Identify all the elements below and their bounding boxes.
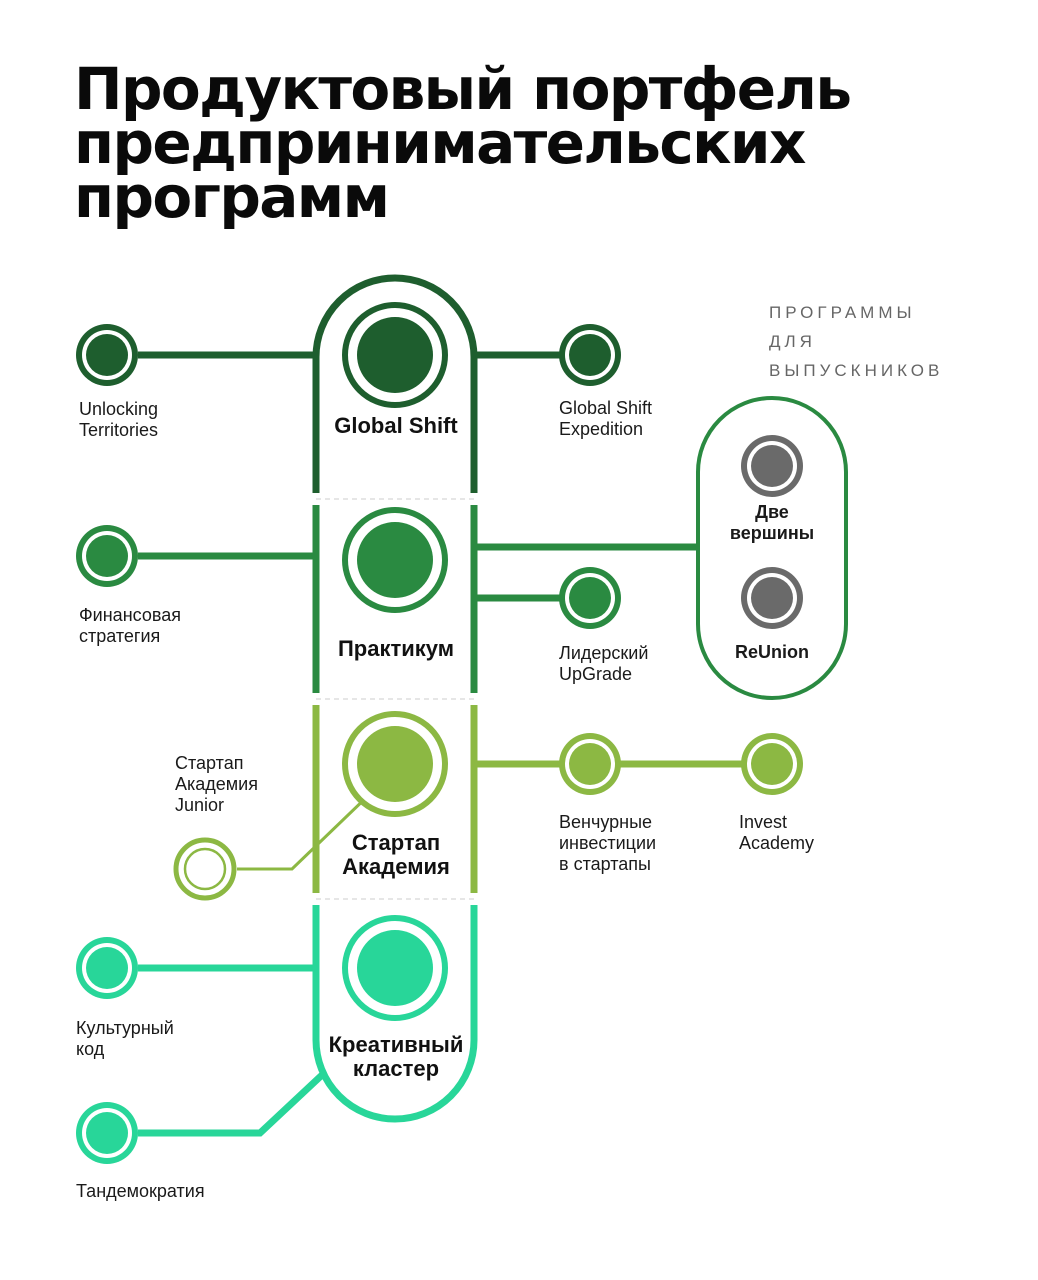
global-shift-track [312, 274, 478, 493]
global-shift-expedition-label-line-2: Expedition [559, 419, 644, 439]
startup-academy-junior-label-line-1: Стартап [175, 753, 244, 773]
global-shift-station[interactable] [357, 317, 433, 393]
two-peaks-station[interactable] [751, 445, 793, 487]
venture-station[interactable] [569, 743, 611, 785]
two-peaks-label-line-2: вершины [729, 523, 815, 543]
global-shift-expedition-label: Global Shift Expedition [559, 398, 652, 440]
title-line-1: Продуктовый портфель [74, 55, 852, 123]
startup-academy-junior-label-line-2: Академия [175, 774, 258, 794]
venture-investments-label-line-2: инвестиции [559, 833, 657, 853]
page-title: Продуктовый портфель предпринимательских… [74, 55, 974, 231]
financial-strategy-label-line-2: стратегия [79, 626, 161, 646]
invest-academy-label-line-1: Invest [739, 812, 788, 832]
creative-cluster-station[interactable] [357, 930, 433, 1006]
creative-cluster-label-line-1: Креативный [328, 1032, 464, 1057]
venture-investments-label: Венчурные инвестиции в стартапы [559, 812, 656, 875]
cultural-code-station[interactable] [86, 947, 128, 989]
invest-academy-label: Invest Academy [739, 812, 814, 854]
invest-academy-station[interactable] [751, 743, 793, 785]
startup-academy-section [173, 705, 803, 901]
two-peaks-label-line-1: Две [755, 502, 789, 522]
graduates-capsule [696, 396, 848, 700]
two-peaks-label: Две вершины [712, 502, 832, 544]
startup-academy-label: Стартап Академия [316, 831, 476, 879]
expedition-station[interactable] [569, 334, 611, 376]
unlocking-territories-label-line-2: Territories [79, 420, 159, 440]
financial-strategy-label: Финансовая стратегия [79, 605, 181, 647]
title-line-2: предпринимательских [74, 109, 806, 177]
junior-connector [237, 790, 374, 871]
tandemocracy-label-line-1: Тандемократия [76, 1181, 205, 1201]
praktikum-station[interactable] [357, 522, 433, 598]
junior-station[interactable] [183, 847, 227, 891]
creative-cluster-track [312, 905, 478, 1123]
cultural-code-label-line-1: Культурный [76, 1018, 174, 1038]
startup-academy-junior-label: Стартап Академия Junior [175, 753, 258, 816]
creative-cluster-section [76, 905, 478, 1164]
praktikum-label-line-1: Практикум [337, 636, 455, 661]
cultural-code-label-line-2: код [76, 1039, 105, 1059]
unlocking-territories-label: Unlocking Territories [79, 399, 158, 441]
praktikum-label: Практикум [316, 637, 476, 661]
global-shift-expedition-label-line-1: Global Shift [559, 398, 653, 418]
creative-cluster-label-line-2: кластер [352, 1056, 440, 1081]
graduates-label-line-3: ВЫПУСКНИКОВ [769, 361, 944, 380]
leader-upgrade-label-line-2: UpGrade [559, 664, 633, 684]
leader-upgrade-station[interactable] [569, 577, 611, 619]
tandemocracy-label: Тандемократия [76, 1181, 205, 1202]
global-shift-label-line-1: Global Shift [334, 413, 458, 438]
cultural-code-label: Культурный код [76, 1018, 174, 1060]
startup-academy-station[interactable] [357, 726, 433, 802]
leader-upgrade-label-line-1: Лидерский [559, 643, 649, 663]
tandemocracy-connector [138, 1072, 325, 1137]
financial-strategy-label-line-1: Финансовая [79, 605, 181, 625]
reunion-label-line-1: ReUnion [735, 642, 809, 662]
reunion-station[interactable] [751, 577, 793, 619]
reunion-label: ReUnion [712, 642, 832, 663]
graduates-programs-label: ПРОГРАММЫ ДЛЯ ВЫПУСКНИКОВ [769, 298, 943, 385]
praktikum-section [76, 505, 700, 693]
startup-academy-junior-label-line-3: Junior [175, 795, 225, 815]
graduates-capsule-outline [696, 396, 848, 700]
global-shift-section [76, 274, 621, 493]
unlocking-territories-station[interactable] [86, 334, 128, 376]
venture-investments-label-line-3: в стартапы [559, 854, 651, 874]
startup-academy-label-line-1: Стартап [351, 830, 441, 855]
title-line-3: программ [74, 163, 390, 231]
global-shift-label: Global Shift [316, 414, 476, 438]
creative-cluster-label: Креативный кластер [306, 1033, 486, 1081]
venture-investments-label-line-1: Венчурные [559, 812, 653, 832]
financial-strategy-station[interactable] [86, 535, 128, 577]
graduates-label-line-2: ДЛЯ [769, 332, 816, 351]
graduates-label-line-1: ПРОГРАММЫ [769, 303, 916, 322]
invest-academy-label-line-2: Academy [739, 833, 815, 853]
tandemocracy-station[interactable] [86, 1112, 128, 1154]
leader-upgrade-label: Лидерский UpGrade [559, 643, 648, 685]
unlocking-territories-label-line-1: Unlocking [79, 399, 159, 419]
startup-academy-label-line-2: Академия [342, 854, 450, 879]
